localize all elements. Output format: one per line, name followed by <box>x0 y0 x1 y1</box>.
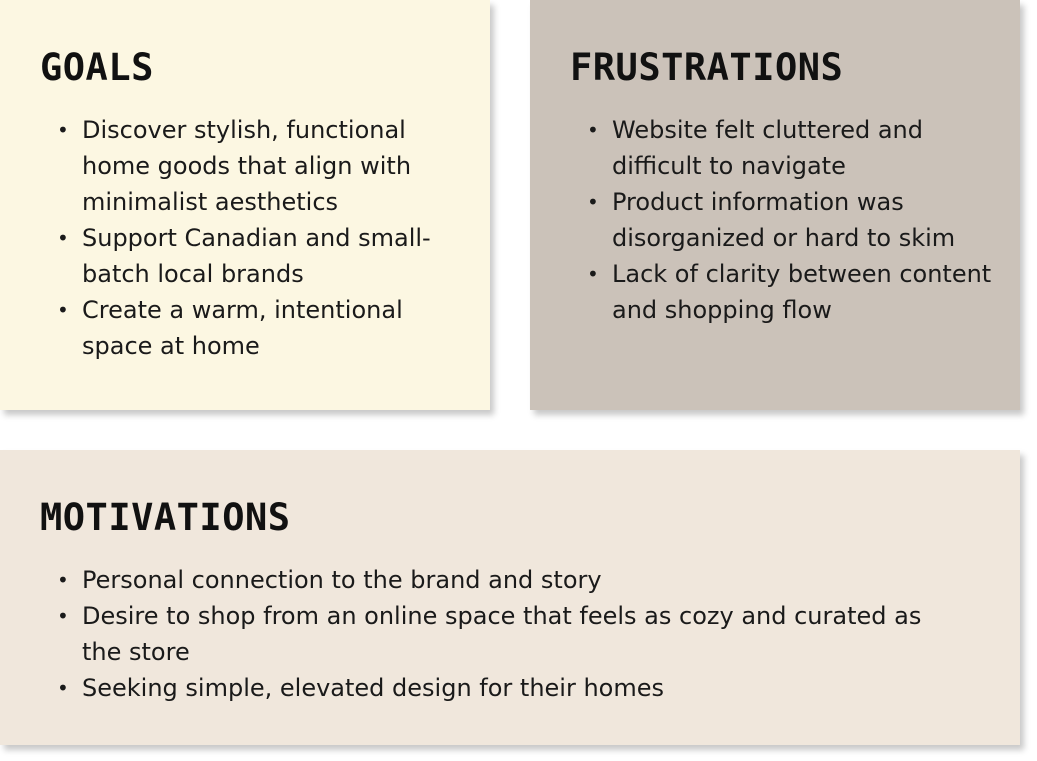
motivations-list-item: Seeking simple, elevated design for thei… <box>57 670 962 706</box>
frustrations-list: Website felt cluttered and difficult to … <box>587 112 1007 328</box>
frustrations-list-item: Lack of clarity between content and shop… <box>587 256 1007 328</box>
goals-list-item: Discover stylish, functional home goods … <box>57 112 477 220</box>
motivations-list-item: Personal connection to the brand and sto… <box>57 562 962 598</box>
goals-list-item: Create a warm, intentional space at home <box>57 292 477 364</box>
motivations-card: MOTIVATIONS Personal connection to the b… <box>0 450 1020 745</box>
frustrations-list-item: Website felt cluttered and difficult to … <box>587 112 1007 184</box>
motivations-list: Personal connection to the brand and sto… <box>57 562 962 706</box>
goals-card: GOALS Discover stylish, functional home … <box>0 0 490 410</box>
goals-title: GOALS <box>40 46 154 89</box>
motivations-list-item: Desire to shop from an online space that… <box>57 598 962 670</box>
frustrations-title: FRUSTRATIONS <box>570 46 844 89</box>
frustrations-card: FRUSTRATIONS Website felt cluttered and … <box>530 0 1020 410</box>
motivations-title: MOTIVATIONS <box>40 496 291 539</box>
frustrations-list-item: Product information was disorganized or … <box>587 184 1007 256</box>
goals-list: Discover stylish, functional home goods … <box>57 112 477 364</box>
goals-list-item: Support Canadian and small-batch local b… <box>57 220 477 292</box>
